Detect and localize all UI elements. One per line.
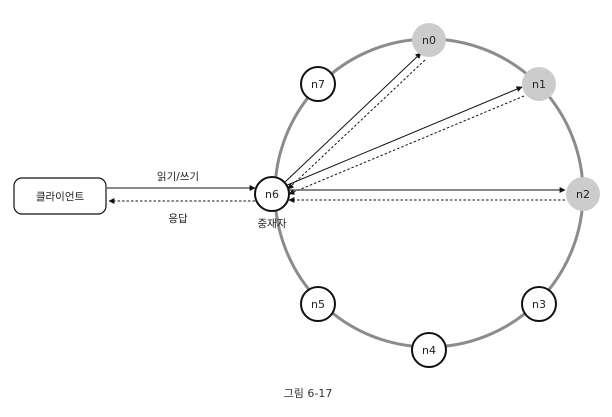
node-n7: n7 (300, 66, 336, 102)
node-label-n7: n7 (311, 78, 325, 91)
node-n3: n3 (521, 286, 557, 322)
write-arrow-n1 (284, 86, 523, 187)
figure-caption: 그림 6-17 (284, 387, 333, 400)
node-n5: n5 (300, 286, 336, 322)
node-label-n2: n2 (576, 188, 590, 201)
node-label-n1: n1 (532, 78, 546, 91)
node-label-n6: n6 (265, 188, 279, 201)
node-n1: n1 (522, 67, 556, 101)
client-box (13, 177, 107, 215)
write-arrow-n0 (283, 52, 422, 184)
ack-arrow-n1 (288, 95, 525, 195)
node-label-n0: n0 (422, 34, 436, 47)
node-label-n3: n3 (532, 298, 546, 311)
client-label: 클라이언트 (36, 191, 85, 203)
node-n4: n4 (411, 332, 447, 368)
response-label: 응답 (168, 213, 188, 225)
coordinator-label: 중재자 (258, 218, 287, 230)
node-n0: n0 (412, 23, 446, 57)
node-label-n5: n5 (311, 298, 325, 311)
request-label: 읽기/쓰기 (157, 170, 199, 183)
node-label-n4: n4 (422, 344, 436, 357)
node-n6: n6 (254, 176, 290, 212)
node-n2: n2 (566, 177, 600, 211)
